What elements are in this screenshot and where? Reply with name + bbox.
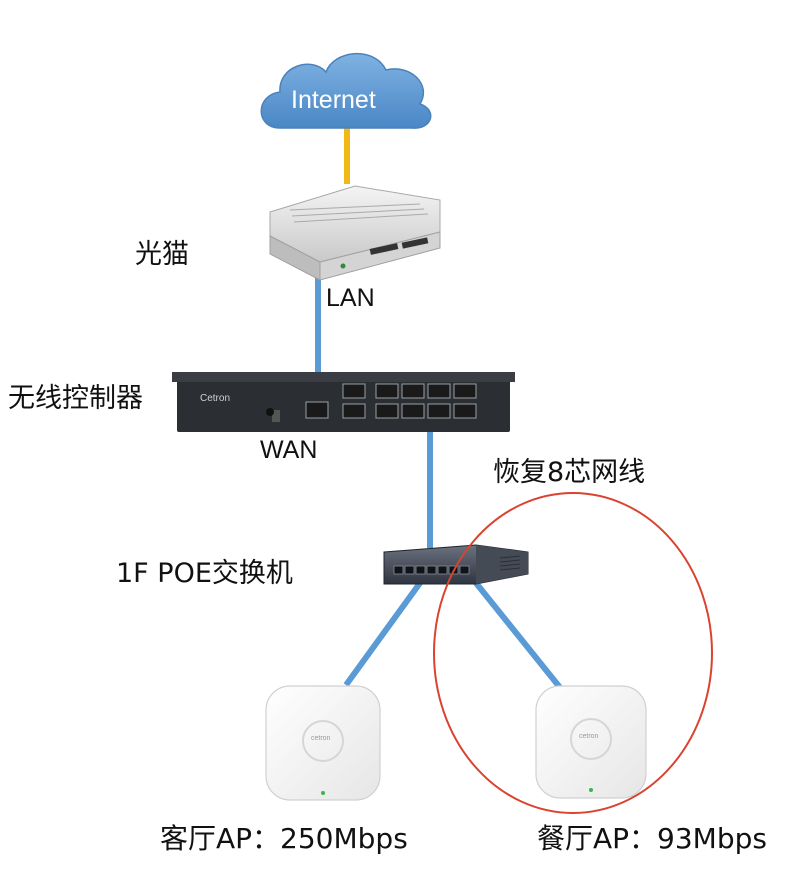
controller-brand-logo: Cetron	[200, 393, 231, 404]
switch-to-ap1-cable	[343, 581, 423, 687]
ap-living-room-label: 客厅AP：250Mbps	[160, 822, 408, 855]
controller-label: 无线控制器	[8, 383, 143, 414]
switch-to-ap2-cable	[473, 581, 565, 692]
highlight-ellipse	[433, 492, 713, 814]
lan-port-label: LAN	[326, 284, 375, 312]
poe-switch-icon	[383, 544, 529, 585]
cloud-icon	[260, 53, 432, 129]
modem-icon	[269, 185, 441, 281]
ap-dining-room-icon	[535, 685, 647, 799]
ap-dining-room-label: 餐厅AP：93Mbps	[537, 822, 767, 855]
switch-label: 1F POE交换机	[116, 558, 293, 589]
ap-living-room-brand: cetron	[311, 735, 331, 742]
wan-port-label: WAN	[260, 436, 318, 464]
controller-ports	[305, 383, 477, 419]
modem-label: 光猫	[135, 239, 189, 270]
cable-note-label: 恢复8芯网线	[493, 457, 646, 488]
ap-living-room-icon	[265, 685, 381, 801]
ap-dining-room-brand: cetron	[579, 733, 599, 740]
internet-label: Internet	[291, 86, 376, 114]
